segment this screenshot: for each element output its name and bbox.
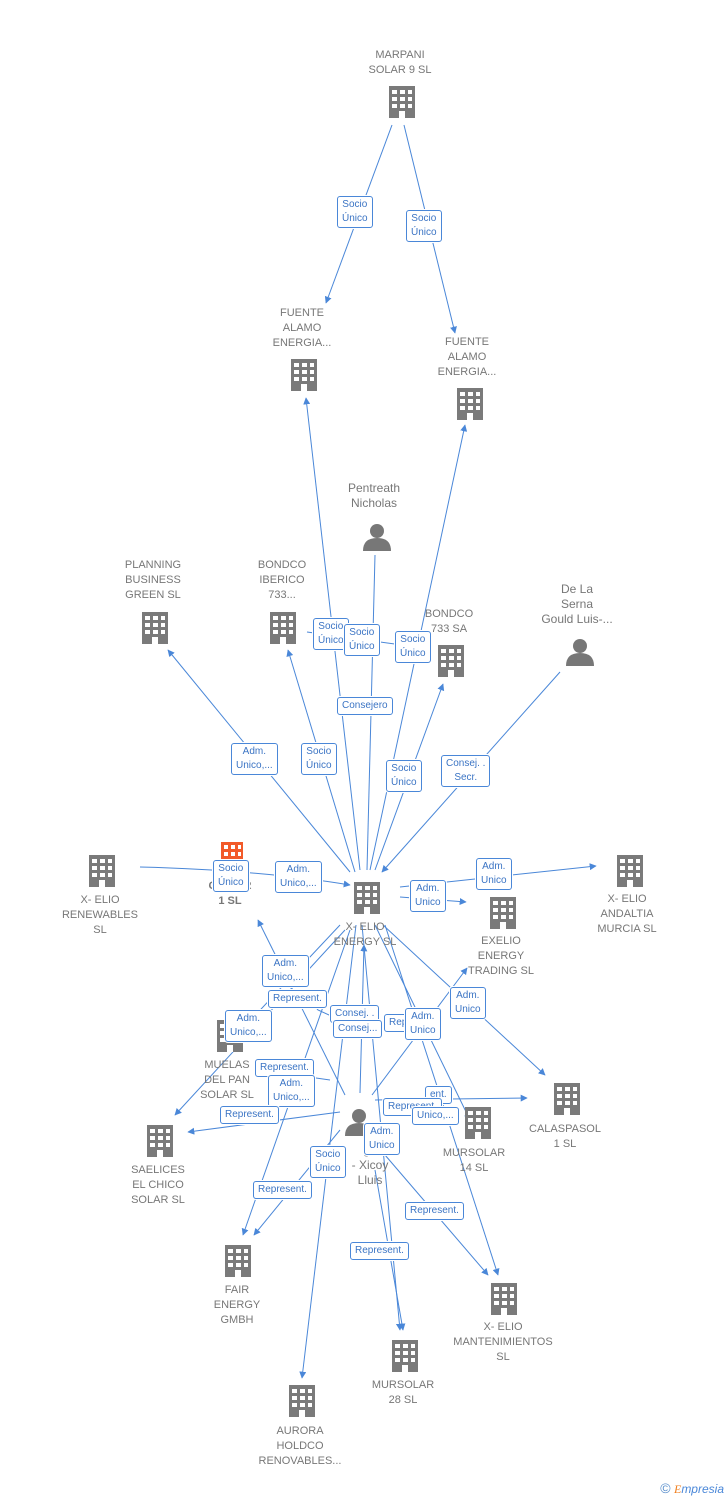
edge-label: Socio Único: [310, 1146, 346, 1178]
building-icon: [289, 1385, 315, 1417]
edge-label: Socio Único: [395, 631, 431, 663]
node-label-xelio-mantenimientos[interactable]: X- ELIO MANTENIMIENTOS SL: [453, 1321, 553, 1363]
node-label-bondco-733[interactable]: BONDCO 733 SA: [424, 608, 474, 635]
copyright-icon: ©: [660, 1480, 671, 1496]
building-icon: [465, 1107, 491, 1139]
brand-name: mpresia: [681, 1482, 724, 1496]
building-icon: [147, 1125, 173, 1157]
edge-label: Consej. . Secr.: [441, 755, 491, 787]
edge-label: Consej...: [333, 1020, 383, 1038]
building-icon: [291, 359, 317, 391]
brand-footer[interactable]: © Empresia: [660, 1480, 724, 1497]
edge-label: Socio Único: [337, 196, 373, 228]
building-icon-highlight: [221, 842, 243, 862]
node-label-saelices[interactable]: SAELICES EL CHICO SOLAR SL: [131, 1164, 185, 1206]
edge-label: Socio Único: [386, 760, 422, 792]
node-label-marpani[interactable]: MARPANI SOLAR 9 SL: [368, 49, 432, 76]
person-icon: [363, 524, 391, 551]
building-icon: [438, 645, 464, 677]
node-label-aurora[interactable]: AURORA HOLDCO RENOVABLES...: [258, 1425, 342, 1467]
node-label-bondco-iberico[interactable]: BONDCO IBERICO 733...: [257, 559, 307, 601]
edge-label: Adm. Unico,...: [225, 1010, 272, 1042]
node-label-planning[interactable]: PLANNING BUSINESS GREEN SL: [124, 559, 182, 601]
edge-label: Represent.: [253, 1181, 312, 1199]
edge-label: Adm. Unico,...: [275, 861, 322, 893]
node-label-fuente-alamo-1[interactable]: FUENTE ALAMO ENERGIA...: [272, 307, 332, 349]
building-icon: [554, 1083, 580, 1115]
edge-label: Socio Único: [301, 743, 337, 775]
edge-label: Socio Único: [213, 860, 249, 892]
edge-label: Socio Único: [313, 618, 349, 650]
node-label-pentreath[interactable]: Pentreath Nicholas: [347, 481, 401, 510]
edge-label: Represent.: [268, 990, 327, 1008]
building-icon: [225, 1245, 251, 1277]
edge-label: Adm. Unico,...: [262, 955, 309, 987]
edge-label: Adm. Unico: [405, 1008, 441, 1040]
node-label-de-la-serna[interactable]: De La Serna Gould Luis-...: [541, 582, 613, 626]
edge-label: Socio Único: [344, 624, 380, 656]
edge-label: Consejero: [337, 697, 393, 715]
node-label-xelio-andaltia[interactable]: X- ELIO ANDALTIA MURCIA SL: [597, 893, 657, 935]
building-icon: [392, 1340, 418, 1372]
building-icon: [89, 855, 115, 887]
edge-label: Adm. Unico,...: [231, 743, 278, 775]
node-label-fair-energy[interactable]: FAIR ENERGY GMBH: [213, 1284, 261, 1326]
edge-label: Adm. Unico: [450, 987, 486, 1019]
edge-label: Adm. Unico: [364, 1123, 400, 1155]
node-label-calaspasol[interactable]: CALASPASOL 1 SL: [529, 1123, 601, 1150]
person-icon: [566, 639, 594, 666]
edge-label: Adm. Unico: [410, 880, 446, 912]
edge-label: Represent.: [350, 1242, 409, 1260]
node-label-mursolar-14[interactable]: MURSOLAR 14 SL: [442, 1147, 506, 1174]
edge-label: Adm. Unico,...: [268, 1075, 315, 1107]
building-icon: [491, 1283, 517, 1315]
building-icon: [490, 897, 516, 929]
building-icon: [389, 86, 415, 118]
building-icon: [142, 612, 168, 644]
node-label-muelas[interactable]: MUELAS DEL PAN SOLAR SL: [200, 1059, 254, 1101]
building-icon: [270, 612, 296, 644]
brand-initial: E: [673, 1482, 682, 1496]
node-label-mursolar-28[interactable]: MURSOLAR 28 SL: [371, 1379, 435, 1406]
node-label-exelio-trading[interactable]: EXELIO ENERGY TRADING SL: [467, 935, 534, 977]
edge-label: Adm. Unico: [476, 858, 512, 890]
building-icon: [617, 855, 643, 887]
node-label-xelio-renewables[interactable]: X- ELIO RENEWABLES SL: [61, 894, 138, 936]
edge-label: Unico,...: [412, 1107, 459, 1125]
node-label-xelio-energy[interactable]: X- ELIO ENERGY SL: [333, 921, 397, 948]
building-icon: [457, 388, 483, 420]
building-icon: [354, 882, 380, 914]
edge-label: Represent.: [220, 1106, 279, 1124]
node-label-fuente-alamo-2[interactable]: FUENTE ALAMO ENERGIA...: [437, 336, 497, 378]
edge-label: Represent.: [405, 1202, 464, 1220]
edge-label: Socio Único: [406, 210, 442, 242]
